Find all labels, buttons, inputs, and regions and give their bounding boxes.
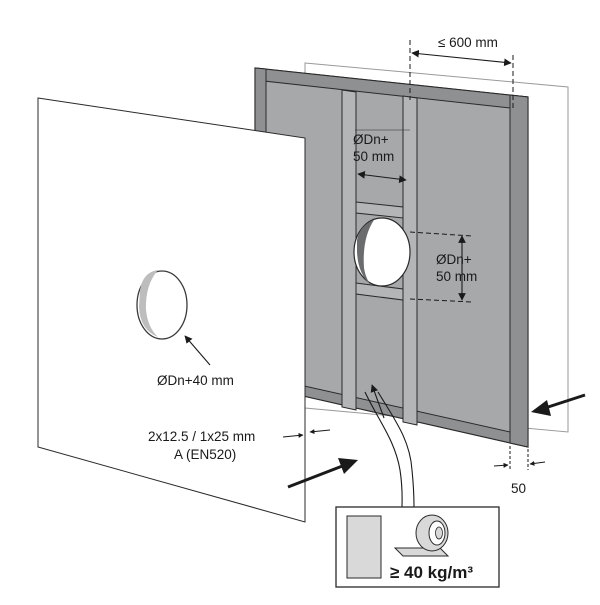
direction-arrows bbox=[287, 393, 586, 489]
interior-studs bbox=[341, 89, 418, 426]
stud-width-dimension: 50 bbox=[493, 446, 546, 496]
frame-opening bbox=[353, 217, 411, 287]
stud-spacing-dimension: ≤ 600 mm bbox=[409, 35, 514, 110]
back-direction-arrow-icon bbox=[531, 393, 586, 416]
insulation-density-label: ≥ 40 kg/m³ bbox=[390, 563, 473, 582]
insulation-leader bbox=[364, 384, 415, 508]
board-thickness-label-line2: A (EN520) bbox=[174, 447, 236, 462]
board-hole-callout: ØDn+40 mm bbox=[157, 335, 234, 388]
insulation-detail-box: ≥ 40 kg/m³ bbox=[335, 506, 500, 588]
opening-height-label-line1: ØDn+ bbox=[436, 252, 472, 267]
front-direction-arrow-icon bbox=[287, 458, 358, 489]
opening-width-label-line1: ØDn+ bbox=[353, 132, 389, 147]
stud-spacing-label: ≤ 600 mm bbox=[438, 35, 498, 50]
board-thickness-label-line1: 2x12.5 / 1x25 mm bbox=[148, 429, 255, 444]
opening-height-dimension: ØDn+ 50 mm bbox=[409, 231, 477, 303]
opening-width-label-line2: 50 mm bbox=[353, 149, 394, 164]
board-thickness-dimension: 2x12.5 / 1x25 mm A (EN520) bbox=[148, 429, 331, 462]
stud-width-label: 50 bbox=[511, 481, 526, 496]
opening-height-label-line2: 50 mm bbox=[436, 269, 477, 284]
insulation-slab-icon bbox=[346, 515, 382, 579]
front-board bbox=[37, 97, 306, 523]
insulation-roll-icon bbox=[393, 514, 450, 557]
board-hole-label: ØDn+40 mm bbox=[157, 373, 234, 388]
opening-width-dimension: ØDn+ 50 mm bbox=[353, 132, 407, 183]
